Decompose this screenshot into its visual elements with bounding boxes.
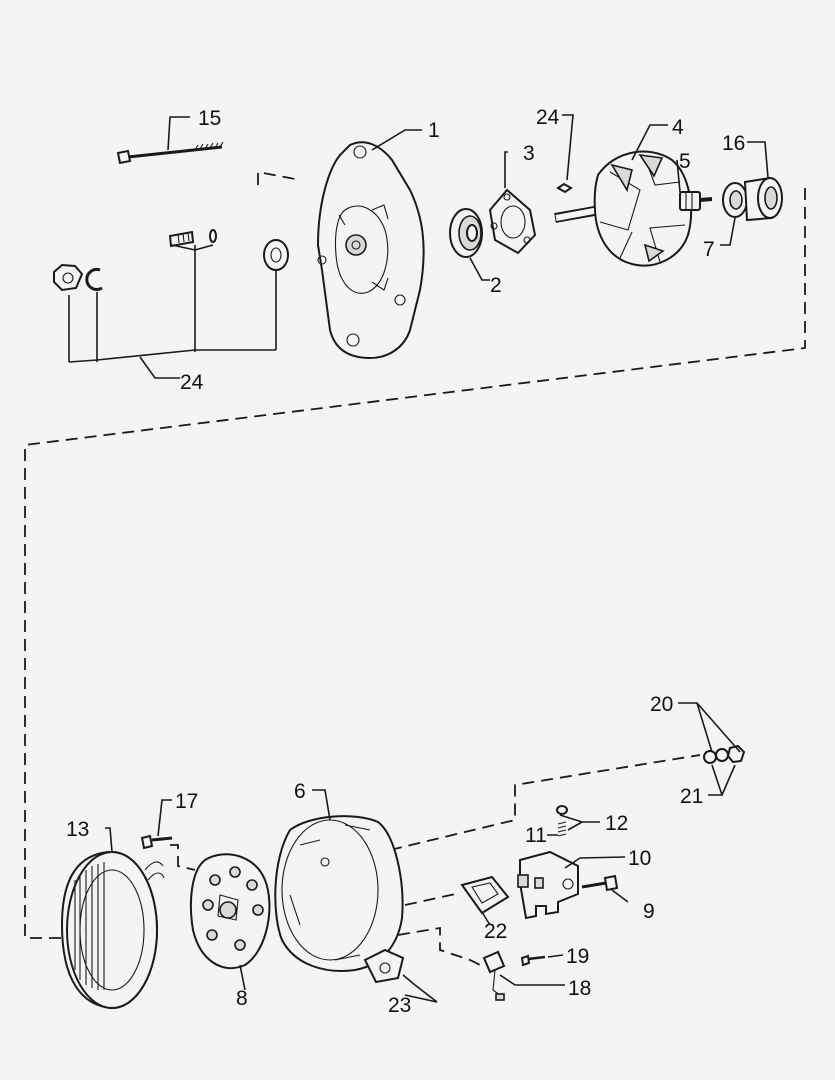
part-6-rear-housing [274,815,405,984]
label-part-5: 5 [679,150,691,173]
label-part-2: 2 [490,274,502,297]
label-part-20: 20 [650,693,673,716]
leader-lines [68,114,769,1003]
label-part-21: 21 [680,785,703,808]
part-17-screw [140,834,173,850]
part-19-screw [520,954,546,967]
part-10-regulator [517,850,579,920]
part-13-stator [60,850,165,1010]
part-24-woodruff-key [556,182,573,194]
label-part-22: 22 [484,920,507,943]
label-part-3: 3 [523,142,535,165]
part-24-hardware-set [53,229,289,292]
label-part-13: 13 [66,818,89,841]
label-part-6: 6 [294,780,306,803]
label-part-12: 12 [605,812,628,835]
part-1-drive-end-housing [316,141,425,360]
label-part-19: 19 [566,945,589,968]
part-20-21-nuts [703,744,746,764]
part-9-screw [581,874,619,892]
assembly-dashed-lines [24,170,806,966]
label-part-11: 11 [525,824,547,847]
part-5-slip-rings [679,191,713,211]
part-4-rotor [554,150,693,267]
label-part-16: 16 [722,132,745,155]
part-7-bearing [722,182,748,218]
part-11-spring [557,821,567,837]
label-part-15: 15 [198,107,221,130]
label-part-8: 8 [236,987,248,1010]
part-2-bearing [449,208,483,258]
part-12-brush [556,805,568,815]
label-part-1: 1 [428,119,440,142]
label-part-17: 17 [175,790,198,813]
label-part-24-hardware: 24 [180,371,204,394]
label-part-10: 10 [628,847,651,870]
part-15-through-bolt [116,141,224,165]
label-part-24-key: 24 [536,106,560,129]
part-8-rectifier [190,853,271,970]
part-22-gasket [460,875,510,915]
callout-labels: 15 1 3 24 4 5 16 7 2 24 20 21 6 17 13 12… [66,106,745,1017]
label-part-7: 7 [703,238,715,261]
part-16-bearing-sleeve [743,176,783,222]
label-part-23: 23 [388,994,411,1017]
label-part-9: 9 [643,900,655,923]
label-part-4: 4 [672,116,684,139]
label-part-18: 18 [568,977,591,1000]
part-3-retainer-plate [488,188,537,255]
part-18-suppressor [482,950,506,1001]
